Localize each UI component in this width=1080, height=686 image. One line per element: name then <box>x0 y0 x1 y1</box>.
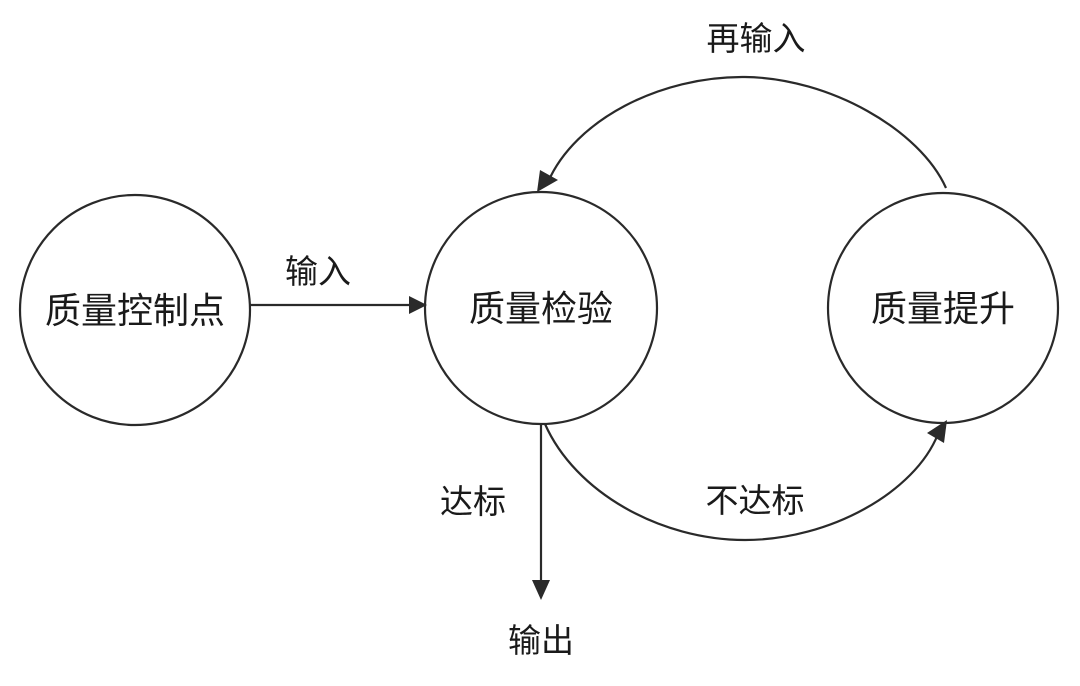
edge-fail: 不达标 <box>543 420 947 542</box>
edge-fail-arc <box>543 423 940 542</box>
edge-reinput-label: 再输入 <box>707 19 806 58</box>
node-control-point-circle <box>18 193 252 427</box>
edge-pass: 达标 输出 <box>440 424 574 660</box>
edge-pass-label: 达标 <box>440 482 506 521</box>
edge-fail-arrowhead <box>927 420 947 443</box>
edge-reinput-arc <box>546 75 948 189</box>
node-improvement: 质量提升 <box>826 191 1060 425</box>
edge-fail-label: 不达标 <box>706 481 805 520</box>
edge-input: 输入 <box>250 252 427 314</box>
node-control-point-label: 质量控制点 <box>45 291 225 332</box>
edge-input-arrowhead <box>409 296 427 314</box>
node-improvement-label: 质量提升 <box>871 289 1015 330</box>
edge-input-label: 输入 <box>285 252 351 291</box>
node-inspection-label: 质量检验 <box>469 289 613 330</box>
node-control-point: 质量控制点 <box>18 193 252 427</box>
edge-reinput-arrowhead <box>537 170 558 192</box>
edge-pass-arrowhead <box>532 580 550 600</box>
node-inspection: 质量检验 <box>423 190 659 426</box>
edge-reinput: 再输入 <box>537 19 948 192</box>
output-label: 输出 <box>508 621 574 660</box>
